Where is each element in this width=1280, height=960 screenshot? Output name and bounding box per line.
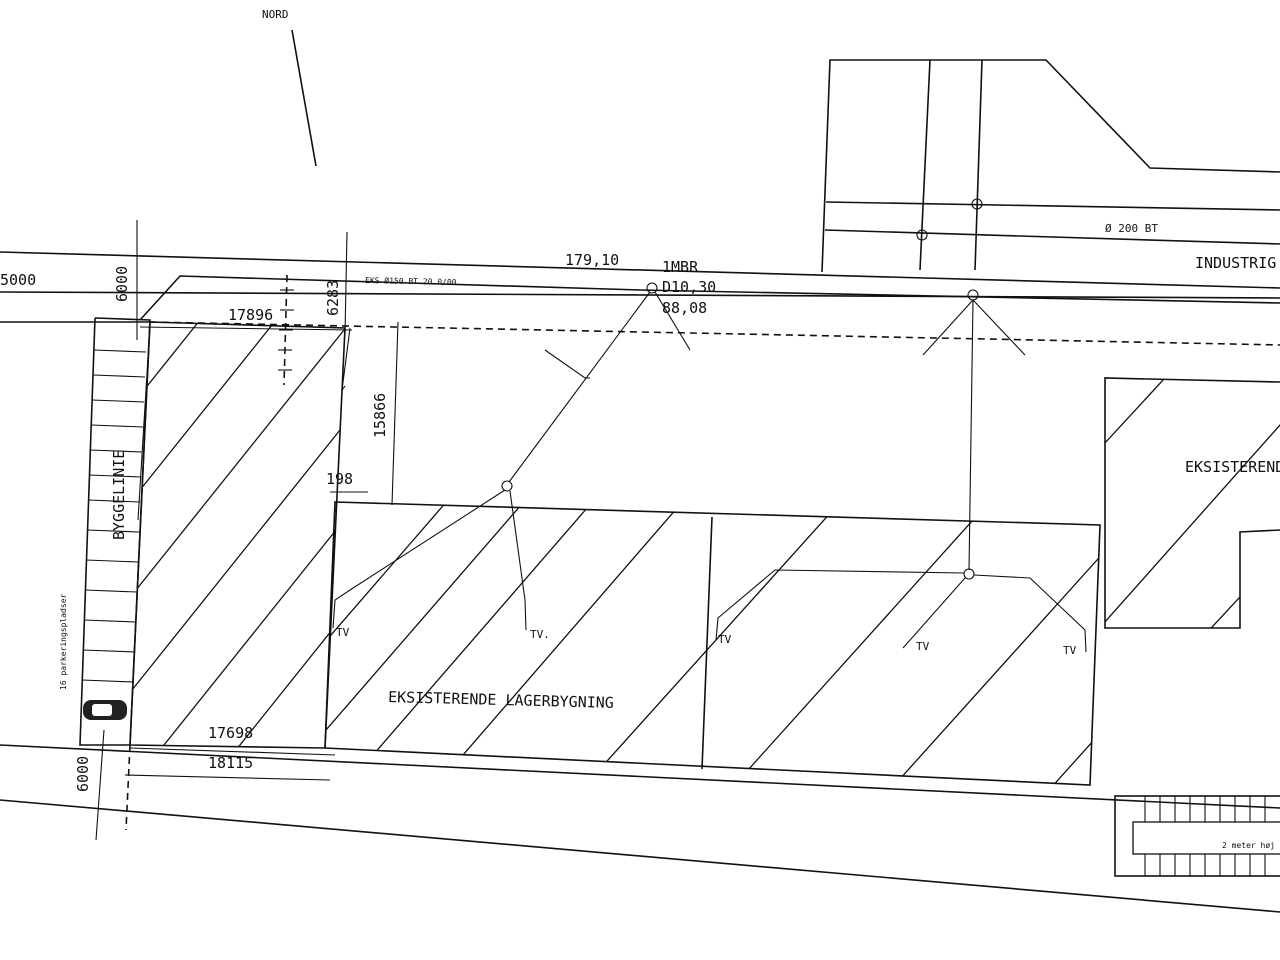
tv-label-1: TV <box>336 626 350 639</box>
dim-17698: 17698 <box>208 724 253 742</box>
north-arrow <box>291 29 317 167</box>
dim-6283: 6283 <box>324 280 342 316</box>
north-label: NORD <box>262 8 289 21</box>
dim-198: 198 <box>326 470 353 488</box>
dim-6000-top: 6000 <box>113 266 131 302</box>
dim-18115: 18115 <box>208 754 253 772</box>
parking-label: 16 parkeringspladser <box>59 593 68 690</box>
dim-6000-bottom: 6000 <box>74 756 92 792</box>
existing-warehouse-label: EKSISTERENDE LAGERBYGNING <box>388 688 614 712</box>
level-179: 179,10 <box>565 251 619 269</box>
manhole-label-2: D10,30 <box>662 278 716 296</box>
note-bottom-right: 2 meter høj jo <box>1222 841 1280 850</box>
byggelinie-label: BYGGELINIE <box>110 450 128 540</box>
existing-right-label: EKSISTERENDE <box>1185 458 1280 476</box>
car-icon <box>83 700 127 720</box>
manhole-label-1: 1MBR <box>662 258 699 276</box>
tv-label-4: TV <box>916 640 930 653</box>
tv-label-5: TV <box>1063 644 1077 657</box>
building-line <box>137 324 151 521</box>
dimension-lines <box>95 220 399 841</box>
fence-band <box>1114 795 1280 877</box>
pipe-small-label: EKS Ø150 BT 20 0/00 <box>365 275 457 287</box>
dim-5000: 5000 <box>0 271 36 289</box>
drainage-lines <box>332 282 1087 653</box>
fence-marks <box>278 274 294 386</box>
tv-label-2: TV. <box>530 628 550 641</box>
tv-label-3: TV <box>718 633 732 646</box>
existing-building-north <box>821 59 1280 273</box>
existing-warehouse <box>324 501 1101 786</box>
manhole-label-3: 88,08 <box>662 299 707 317</box>
road-lines <box>0 251 1280 346</box>
parking-strip <box>79 317 151 746</box>
pipe-label: Ø 200 BT <box>1105 222 1158 235</box>
road-label: INDUSTRIG <box>1195 254 1276 272</box>
road-bottom <box>0 744 1280 913</box>
existing-building-east <box>1104 377 1280 629</box>
dim-15866: 15866 <box>371 393 389 438</box>
dim-17896: 17896 <box>228 306 273 324</box>
